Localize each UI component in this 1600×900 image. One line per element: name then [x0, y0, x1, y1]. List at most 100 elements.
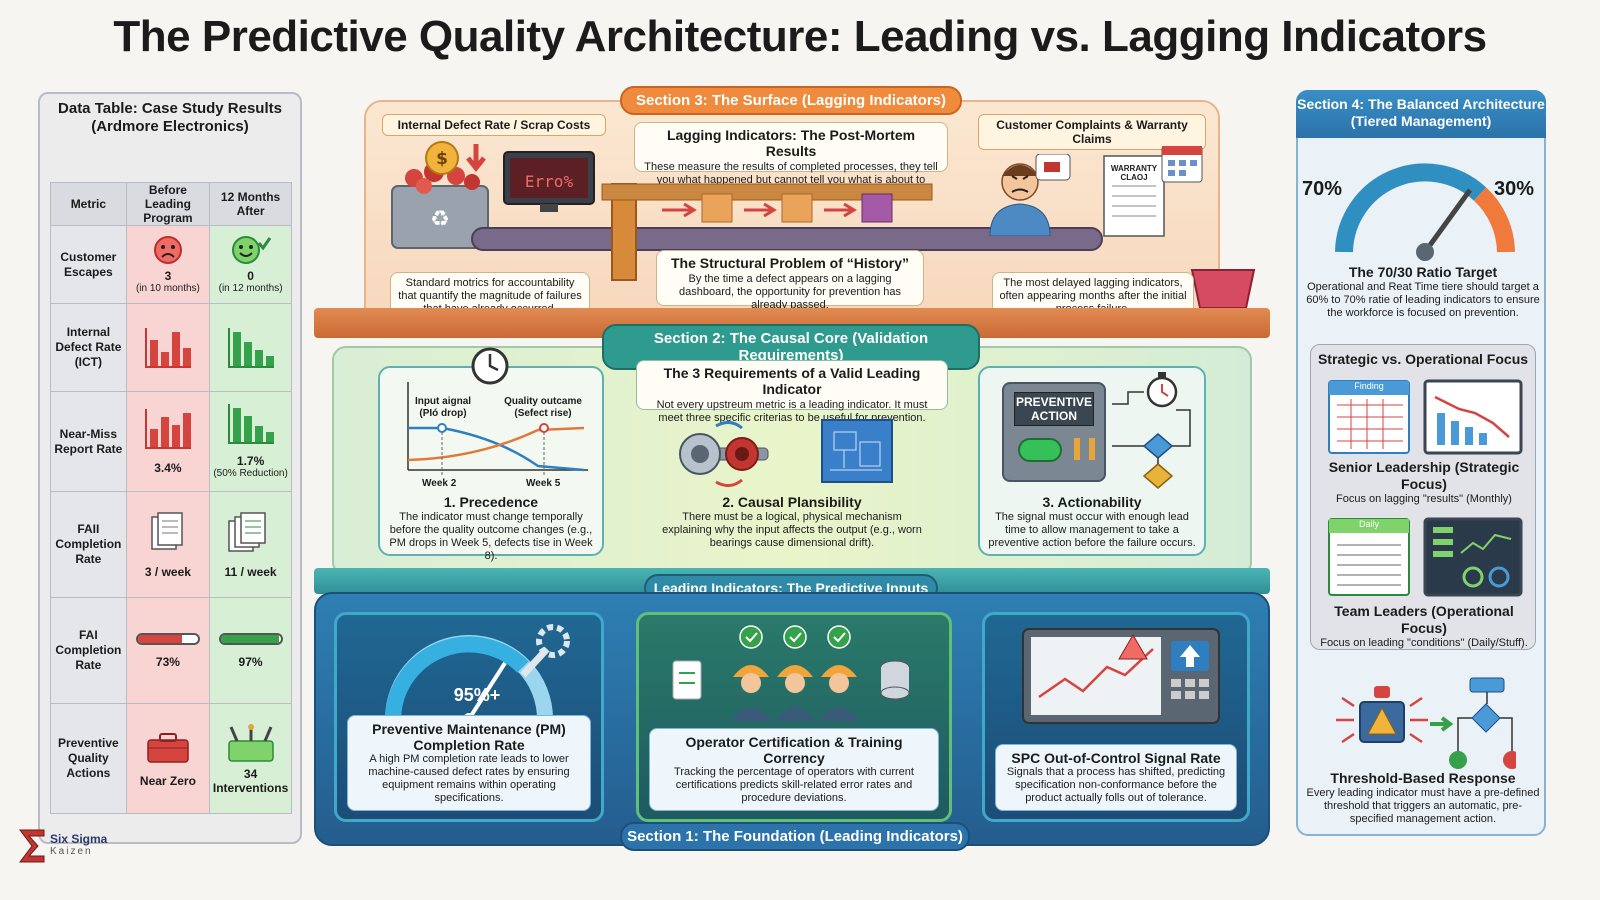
internal-defect-tab: Internal Defect Rate / Scrap Costs: [382, 114, 606, 136]
column-header: Before Leading Program: [125, 182, 211, 226]
column-header: 12 Months After: [209, 182, 292, 226]
error-monitor-icon: [503, 151, 595, 212]
spc-monitor-icon: [1022, 628, 1220, 724]
sigma-logo-icon: [19, 829, 45, 863]
progress-bar: [218, 632, 283, 645]
after-cell: 97%: [209, 597, 292, 704]
threshold-alarm-flow-icon: [1336, 677, 1516, 769]
lagging-indicators-card: Lagging Indicators: The Post-Mortem Resu…: [634, 122, 948, 199]
bar-chart-down-icon: [227, 327, 274, 368]
before-cell: 3 (in 10 months): [125, 225, 211, 304]
case-study-table: Metric Before Leading Program 12 Months …: [50, 182, 292, 814]
precedence-graph: [407, 382, 588, 476]
operators-icon: [672, 625, 910, 721]
pm-completion-card: 95%+ Preventive Maintenance (PM) Complet…: [334, 612, 604, 822]
focus-title: Strategic vs. Operational Focus: [1317, 351, 1529, 367]
table-row: Internal Defect Rate (ICT): [50, 303, 292, 392]
architecture-diagram: Section 3: The Surface (Lagging Indicato…: [312, 84, 1272, 854]
customer-complaints-tab: Customer Complaints & Warranty Claims: [978, 114, 1206, 150]
sad-face-icon: [153, 236, 182, 264]
section1-pill: Section 1: The Foundation (Leading Indic…: [620, 822, 970, 851]
flowchart-stopwatch-icon: [1112, 372, 1191, 489]
calendar-label: Finding: [1354, 381, 1384, 391]
scrap-tray-icon: [1190, 269, 1256, 309]
bearing-shaft-icon: [679, 421, 769, 487]
strategic-calendar-icon: [1328, 380, 1410, 454]
svg-text:♻: ♻: [430, 207, 450, 232]
metric-cell: Near-Miss Report Rate: [50, 391, 127, 492]
case-study-title: Data Table: Case Study Results (Ardmore …: [58, 100, 282, 135]
wrench-gear-icon: [520, 624, 570, 678]
money-down-icon: $: [425, 141, 486, 175]
logo-name: Six Sigma: [50, 832, 108, 846]
week5-label: Week 5: [526, 478, 561, 489]
table-row: FAII Completion Rate 3 / week 11 / week: [50, 491, 292, 598]
scrap-bin-icon: ♻: [391, 162, 489, 249]
operator-certification-text: Operator Certification & Training Corren…: [649, 728, 939, 811]
metric-cell: Customer Escapes: [50, 225, 127, 304]
table-row: FAI Completion Rate 73% 97%: [50, 597, 292, 704]
before-cell: 3 / week: [125, 491, 211, 598]
lagging-chart-icon: [1423, 379, 1523, 455]
before-cell: 3.4%: [125, 391, 211, 492]
table-row: Customer Escapes 3 (in 10 months) 0 (in …: [50, 225, 292, 304]
table-row: Preventive Quality Actions Near Zero 34 …: [50, 703, 292, 814]
page-title: The Predictive Quality Architecture: Lea…: [113, 12, 1487, 61]
before-cell: [125, 303, 211, 392]
team-leaders-text: Team Leaders (Operational Focus) Focus o…: [1320, 603, 1528, 649]
pm-gauge-value: 95%+: [453, 685, 501, 705]
column-header: Metric: [50, 182, 127, 226]
operator-certification-card: Operator Certification & Training Corren…: [636, 612, 952, 822]
conveyor-belt-icon: [471, 183, 1103, 281]
senior-leadership-text: Senior Leadership (Strategic Focus) Focu…: [1328, 459, 1520, 505]
table-row: Near-Miss Report Rate 3.4% 1.7% (50% Red…: [50, 391, 292, 492]
week2-label: Week 2: [422, 478, 457, 489]
case-study-panel: Data Table: Case Study Results (Ardmore …: [38, 92, 302, 844]
bar-chart-icon: [144, 327, 191, 368]
logo-sub: Kaizen: [50, 846, 93, 857]
ratio-right-pct: 30%: [1494, 178, 1535, 200]
before-cell: 73%: [125, 597, 211, 704]
happy-face-check-icon: [231, 236, 271, 264]
pm-completion-text: Preventive Maintenance (PM) Completion R…: [347, 715, 591, 811]
requirements-card: The 3 Requirements of a Valid Leading In…: [636, 360, 948, 424]
graph-input-label: Input aignal(PIó drop): [414, 396, 472, 419]
error-monitor-text: Erro%: [524, 172, 574, 191]
after-cell: 11 / week: [209, 491, 292, 598]
svg-text:$: $: [436, 149, 448, 169]
action-button-icon: [1018, 438, 1062, 462]
documents-icon: [151, 511, 183, 550]
spc-signal-card: SPC Out-of-Control Signal Rate Signals t…: [982, 612, 1250, 822]
six-sigma-logo: Six Sigma Kaizen: [16, 826, 136, 866]
progress-bar: [135, 632, 200, 645]
toolbox-tools-icon: [227, 723, 274, 762]
focus-box: Strategic vs. Operational Focus Finding …: [1310, 344, 1536, 650]
operational-dashboard-icon: [1423, 517, 1523, 597]
graph-output-label: Quality outcame(Sefect rise): [504, 396, 582, 419]
causal-plausibility-text: 2. Causal Plansibility There must be a l…: [662, 494, 922, 549]
blueprint-icon: [821, 419, 893, 483]
metric-cell: FAII Completion Rate: [50, 491, 127, 598]
ratio-gauge-icon: [1335, 163, 1515, 261]
section4-header: Section 4: The Balanced Architecture (Ti…: [1296, 90, 1546, 138]
precedence-text: 1. Precedence The indicator must change …: [389, 494, 593, 562]
warranty-claim-icon: [1103, 146, 1203, 237]
ratio-left-pct: 70%: [1302, 178, 1343, 200]
after-cell: 1.7% (50% Reduction): [209, 391, 292, 492]
metric-cell: Preventive Quality Actions: [50, 703, 127, 814]
metric-cell: FAI Completion Rate: [50, 597, 127, 704]
actionability-text: 3. Actionability The signal must occur w…: [988, 494, 1196, 549]
daily-label: Daily: [1358, 519, 1379, 529]
ratio-target-text: The 70/30 Ratio Target Operational and R…: [1306, 264, 1540, 319]
bar-chart-down-icon: [227, 404, 274, 444]
before-cell: Near Zero: [125, 703, 211, 814]
spc-signal-text: SPC Out-of-Control Signal Rate Signals t…: [995, 744, 1237, 811]
operational-checklist-icon: [1328, 518, 1410, 596]
balanced-architecture-panel: Section 4: The Balanced Architecture (Ti…: [1296, 90, 1546, 836]
after-cell: 0 (in 12 months): [209, 225, 292, 304]
threshold-response-text: Threshold-Based Response Every leading i…: [1306, 770, 1540, 825]
metric-cell: Internal Defect Rate (ICT): [50, 303, 127, 392]
angry-customer-icon: [989, 154, 1071, 236]
